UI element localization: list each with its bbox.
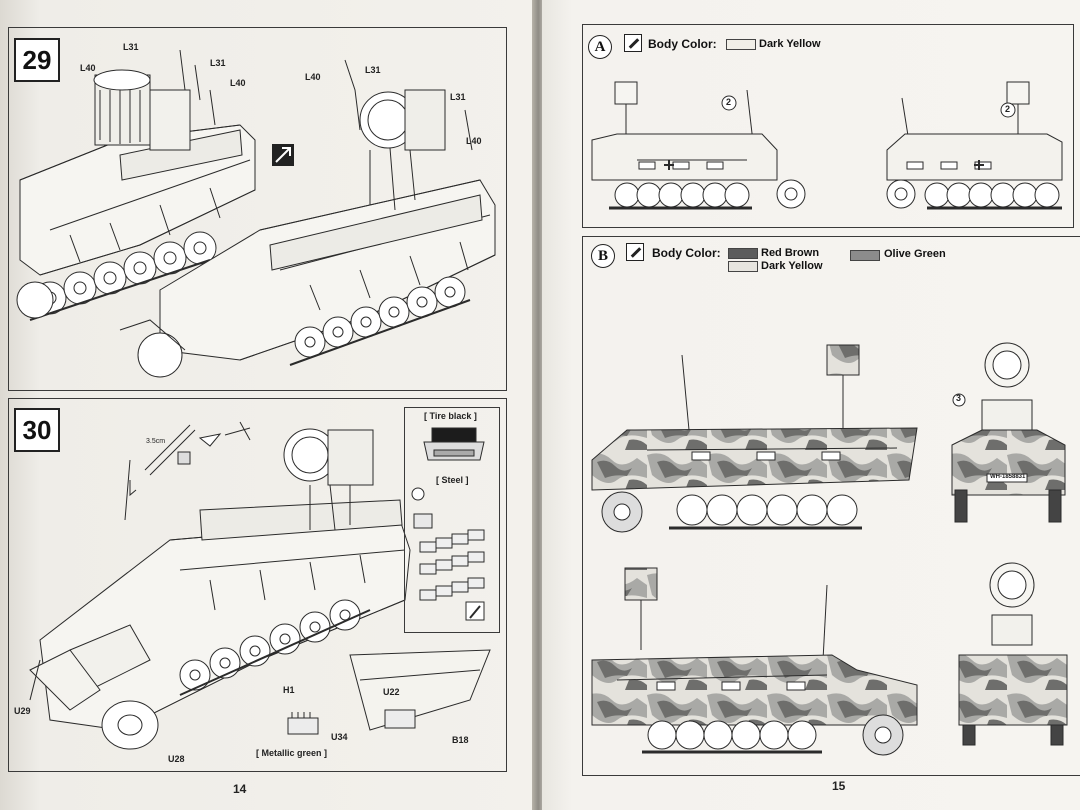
- steel-label: [ Steel ]: [436, 475, 469, 485]
- label-l40-a: L40: [80, 63, 96, 73]
- scheme-a-vehicles: [591, 81, 1063, 210]
- scheme-a-letter: A: [588, 35, 612, 59]
- page-number-right: 15: [832, 779, 846, 793]
- label-l40-b: L40: [230, 78, 246, 88]
- scheme-a-callout-2-left: 2: [726, 97, 732, 107]
- scheme-b-panel: [582, 236, 1080, 776]
- label-l31-a: L31: [123, 42, 139, 52]
- scheme-a-callout-2-right: 2: [1005, 104, 1011, 114]
- track-link-detail: [411, 427, 485, 621]
- tire-black-label: [ Tire black ]: [424, 411, 477, 421]
- paintbrush-icon: [624, 34, 642, 52]
- label-l31-d: L31: [450, 92, 466, 102]
- track-inset-panel: [404, 407, 500, 633]
- scheme-b-letter: B: [591, 244, 615, 268]
- instruction-page-right: A Body Color: Dark Yellow: [542, 0, 1080, 810]
- swatch-olive-green: [850, 250, 880, 261]
- instruction-page-left: 29: [0, 0, 538, 810]
- label-b18: B18: [452, 735, 469, 745]
- step-30-drawing: [29, 421, 491, 750]
- label-h1: H1: [283, 685, 295, 695]
- label-u22: U22: [383, 687, 400, 697]
- label-l31-b: L31: [210, 58, 226, 68]
- scheme-a-body-color-label: Body Color:: [648, 37, 717, 51]
- label-l40-d: L40: [466, 136, 482, 146]
- step-30-panel: [8, 398, 507, 772]
- page-number-left: 14: [233, 782, 247, 796]
- label-l40-c: L40: [305, 72, 321, 82]
- step-29-drawing: [16, 49, 496, 378]
- label-u29: U29: [14, 706, 31, 716]
- scheme-b-color-dark-yellow: Dark Yellow: [761, 260, 823, 272]
- scheme-b-callout-3: 3: [956, 393, 962, 403]
- swatch-red-brown: [728, 248, 758, 259]
- label-u34: U34: [331, 732, 348, 742]
- paintbrush-icon: [626, 243, 644, 261]
- swatch-dark-yellow-b: [728, 261, 758, 272]
- scheme-b-body-color-label: Body Color:: [652, 246, 721, 260]
- scheme-a-panel: [582, 24, 1074, 228]
- scheme-b-color-red-brown: Red Brown: [761, 247, 820, 259]
- label-u28: U28: [168, 754, 185, 764]
- step-29-number: 29: [14, 38, 60, 82]
- scheme-a-color-dark-yellow: Dark Yellow: [759, 38, 821, 50]
- step-30-number: 30: [14, 408, 60, 452]
- step-29-panel: [8, 27, 507, 391]
- label-l31-c: L31: [365, 65, 381, 75]
- scheme-b-vehicles: [591, 342, 1068, 756]
- scheme-b-color-olive-green: Olive Green: [884, 248, 946, 260]
- scheme-b-license-plate: WH-1858831: [990, 474, 1026, 480]
- metallic-green-label: [ Metallic green ]: [256, 748, 328, 758]
- swatch-dark-yellow-a: [726, 39, 756, 50]
- measure-35cm: 3.5cm: [146, 438, 166, 445]
